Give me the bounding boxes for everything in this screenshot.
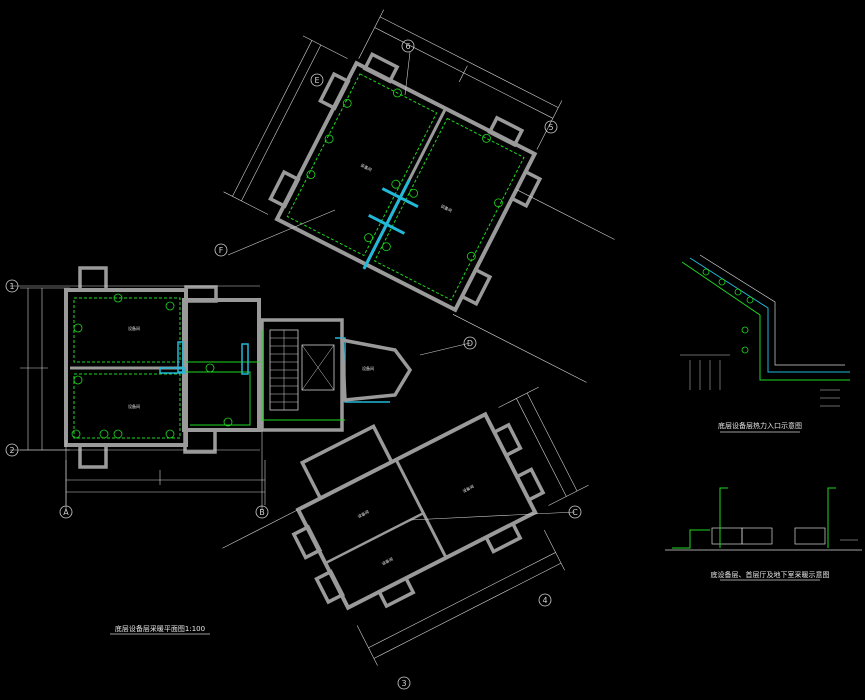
- svg-text:设备间: 设备间: [440, 202, 453, 213]
- axis-label-2: 2: [9, 446, 14, 455]
- axis-label-d: D: [467, 339, 473, 348]
- axis-label-c: C: [572, 508, 578, 517]
- axis-label-b: B: [259, 508, 265, 517]
- svg-text:设备间: 设备间: [360, 162, 373, 173]
- axis-label-6: 6: [405, 42, 410, 51]
- svg-text:设备间: 设备间: [380, 555, 393, 566]
- upper-right-wing: 设备间 设备间: [223, 9, 615, 383]
- axis-label-3: 3: [401, 679, 406, 688]
- isometric-detail: 底层设备层热力入口示意图: [680, 254, 850, 433]
- axis-bubbles: [5, 39, 582, 690]
- svg-text:设备间: 设备间: [362, 365, 374, 371]
- basement-title: 底设备层、首层厅及地下室采暖示意图: [711, 570, 830, 579]
- svg-text:设备间: 设备间: [128, 403, 140, 409]
- axis-label-a: A: [63, 508, 69, 517]
- left-wing: 设备间 设备间: [20, 266, 266, 505]
- axis-label-1: 1: [9, 282, 14, 291]
- axis-label-e: E: [314, 76, 319, 85]
- iso-title: 底层设备层热力入口示意图: [718, 421, 802, 430]
- svg-text:设备间: 设备间: [128, 325, 140, 331]
- svg-text:设备间: 设备间: [461, 483, 474, 494]
- svg-text:设备间: 设备间: [356, 508, 369, 519]
- basement-schematic: 底设备层、首层厅及地下室采暖示意图: [665, 487, 862, 581]
- axis-label-4: 4: [542, 596, 547, 605]
- grid-lines: [10, 51, 576, 521]
- central-core: 设备间: [260, 318, 413, 432]
- main-plan-title: 底层设备层采暖平面图1:100: [115, 624, 205, 633]
- axis-label-f: F: [219, 246, 224, 255]
- axis-label-5: 5: [548, 123, 553, 132]
- lower-right-wing: 设备间 设备间 设备间: [222, 386, 589, 666]
